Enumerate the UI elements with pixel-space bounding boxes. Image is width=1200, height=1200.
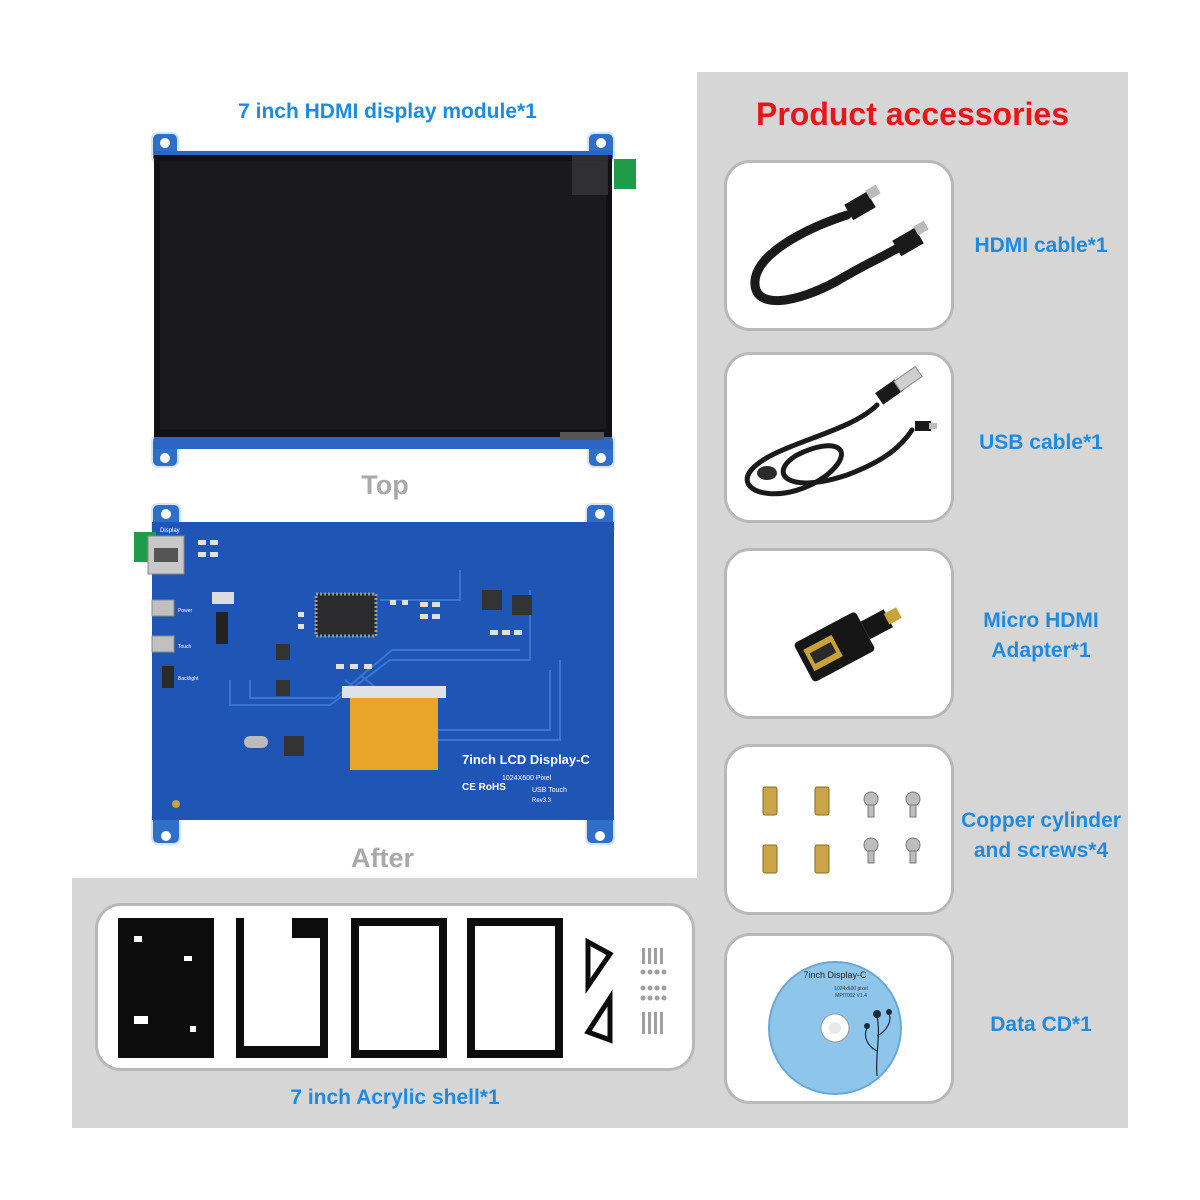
micro-hdmi-label-line1: Micro HDMI — [983, 609, 1099, 632]
port-label-backlight: Backlight — [178, 676, 199, 682]
accessory-card-data-cd: 7inch Display-C 1024x600 pixel MPI7002 V… — [724, 933, 954, 1104]
copper-label-line1: Copper cylinder — [961, 809, 1121, 832]
after-view-label: After — [350, 843, 414, 873]
acrylic-shell-card — [95, 903, 695, 1071]
accessory-label-hdmi-cable: HDMI cable*1 — [974, 234, 1108, 257]
accessory-card-micro-hdmi-adapter — [724, 548, 954, 719]
accessory-label-micro-hdmi-adapter: Micro HDMI Adapter*1 — [946, 606, 1136, 666]
board-cert: CE RoHS — [462, 782, 506, 793]
hdmi-cable-image — [750, 184, 929, 306]
cd-line1: 1024x600 pixel — [834, 986, 868, 992]
accessory-label-usb-cable: USB cable*1 — [979, 431, 1103, 454]
micro-hdmi-label-line2: Adapter*1 — [991, 639, 1091, 662]
cd-line2: MPI7002 V1.4 — [835, 993, 867, 999]
accessory-label-copper-cylinder: Copper cylinder and screws*4 — [946, 806, 1136, 866]
acrylic-shell-image — [118, 918, 667, 1058]
accessory-label-data-cd: Data CD*1 — [990, 1013, 1092, 1036]
display-top-image — [151, 132, 636, 468]
cd-title: 7inch Display-C — [803, 970, 867, 980]
board-name: 7inch LCD Display-C — [462, 752, 590, 767]
port-label-touch: Touch — [178, 644, 192, 650]
accessory-card-copper-cylinder — [724, 744, 954, 915]
usb-cable-image — [744, 365, 937, 497]
board-touch: USB Touch — [532, 787, 567, 794]
micro-hdmi-adapter-image — [794, 607, 902, 682]
module-title: 7 inch HDMI display module*1 — [238, 100, 537, 123]
acrylic-shell-label: 7 inch Acrylic shell*1 — [290, 1086, 500, 1109]
board-rev: Rev3.3 — [532, 798, 552, 804]
accessories-title: Product accessories — [755, 96, 1070, 132]
display-back-image: 7inch LCD Display-C 1024X600 Pixel CE Ro… — [134, 503, 615, 845]
copper-cylinder-image — [762, 786, 921, 874]
accessory-card-usb-cable — [724, 352, 954, 523]
top-view-label: Top — [361, 470, 409, 500]
port-label-power: Power — [178, 608, 193, 614]
board-resolution: 1024X600 Pixel — [502, 775, 551, 782]
copper-label-line2: and screws*4 — [973, 839, 1109, 862]
accessory-card-hdmi-cable — [724, 160, 954, 331]
data-cd-image: 7inch Display-C 1024x600 pixel MPI7002 V… — [768, 961, 902, 1095]
port-label-display: Display — [160, 528, 180, 534]
